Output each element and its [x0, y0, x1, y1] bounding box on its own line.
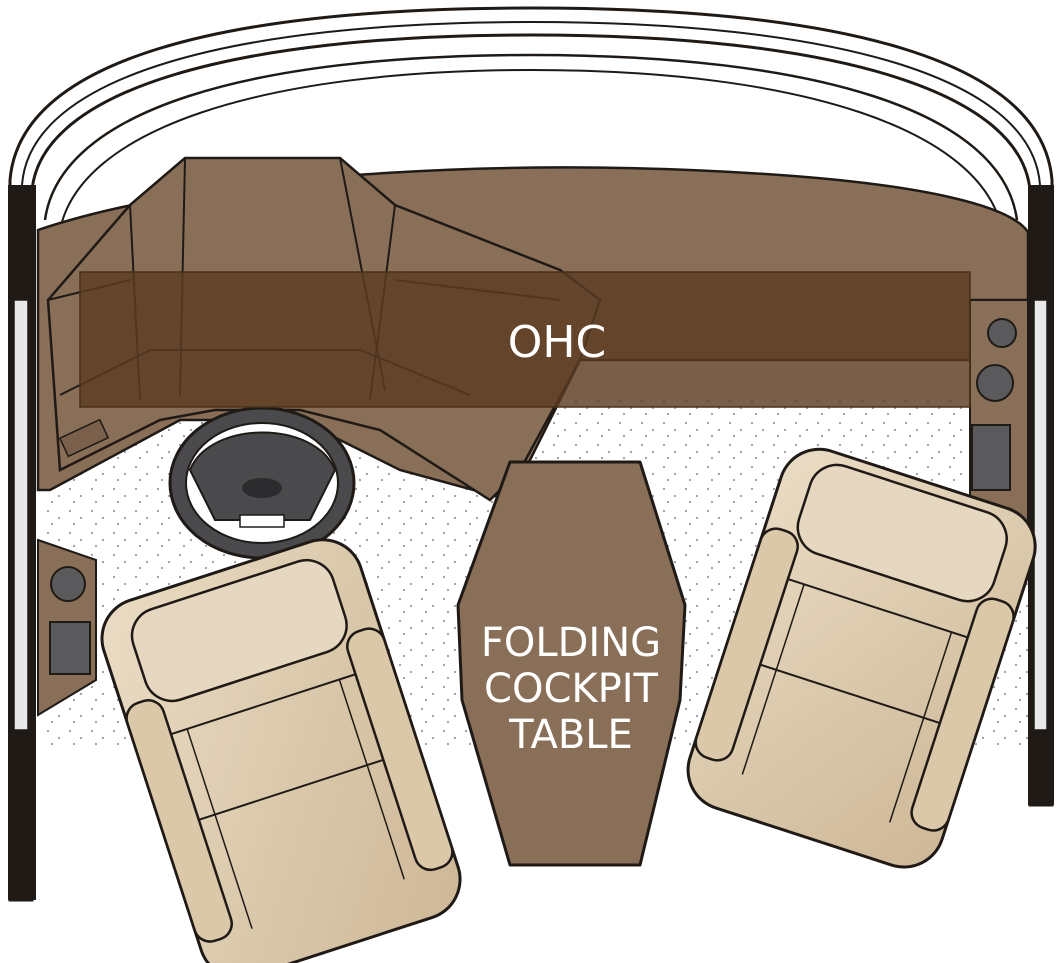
table-label-line-3: TABLE	[508, 712, 633, 758]
ohc-overlay: OHC	[79, 271, 971, 408]
folding-cockpit-table: FOLDING COCKPIT TABLE	[456, 460, 687, 867]
steering-wheel-icon	[168, 406, 356, 560]
ohc-label: OHC	[508, 317, 606, 368]
table-label-line-1: FOLDING	[481, 620, 661, 666]
right-companion-seat	[686, 447, 1037, 869]
left-helm-seat	[100, 538, 462, 963]
table-label-line-2: COCKPIT	[484, 666, 658, 712]
arch-frame	[8, 6, 1054, 902]
